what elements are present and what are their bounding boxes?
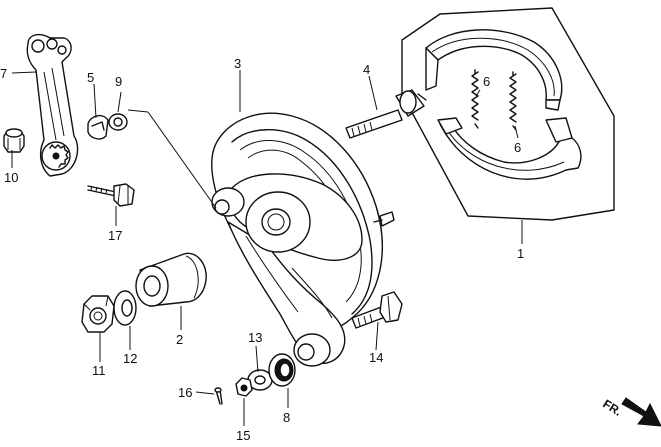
leader-cam-path bbox=[147, 111, 217, 209]
washer-13 bbox=[247, 369, 273, 391]
bolt-17 bbox=[87, 183, 135, 207]
leader-lines bbox=[11, 70, 523, 426]
front-direction-label: FR. bbox=[600, 397, 624, 419]
cap-nut bbox=[3, 128, 25, 153]
brake-arm bbox=[26, 33, 79, 177]
callout-6b: 6 bbox=[514, 140, 521, 155]
callout-2: 2 bbox=[176, 332, 183, 347]
seal-8 bbox=[268, 353, 296, 387]
callout-6a: 6 bbox=[483, 74, 490, 89]
brake-shoes bbox=[401, 7, 615, 221]
cotter-pin-16 bbox=[214, 387, 223, 405]
washer-9 bbox=[108, 113, 128, 131]
callout-10: 10 bbox=[4, 170, 18, 185]
leader-9-to-cam bbox=[127, 109, 149, 113]
callout-17: 17 bbox=[108, 228, 122, 243]
bolt-14 bbox=[351, 291, 403, 329]
callout-9: 9 bbox=[115, 74, 122, 89]
springs bbox=[471, 69, 517, 131]
brake-cam bbox=[345, 89, 427, 139]
callout-13: 13 bbox=[248, 330, 262, 345]
callout-1: 1 bbox=[517, 246, 524, 261]
callout-5: 5 bbox=[87, 70, 94, 85]
callout-11: 11 bbox=[92, 363, 106, 378]
callout-3: 3 bbox=[234, 56, 241, 71]
callout-4: 4 bbox=[363, 62, 370, 77]
callout-8: 8 bbox=[283, 410, 290, 425]
wear-indicator bbox=[87, 114, 109, 140]
nut-15 bbox=[235, 377, 253, 397]
washer-12 bbox=[113, 290, 137, 326]
callout-12: 12 bbox=[123, 351, 137, 366]
front-direction-arrow bbox=[621, 397, 661, 427]
callout-7: 7 bbox=[0, 66, 7, 81]
nut-11 bbox=[81, 295, 115, 333]
callout-15: 15 bbox=[236, 428, 250, 443]
sleeve-collar bbox=[135, 252, 207, 307]
callout-14: 14 bbox=[369, 350, 383, 365]
callout-16: 16 bbox=[178, 385, 192, 400]
brake-panel bbox=[211, 112, 395, 367]
